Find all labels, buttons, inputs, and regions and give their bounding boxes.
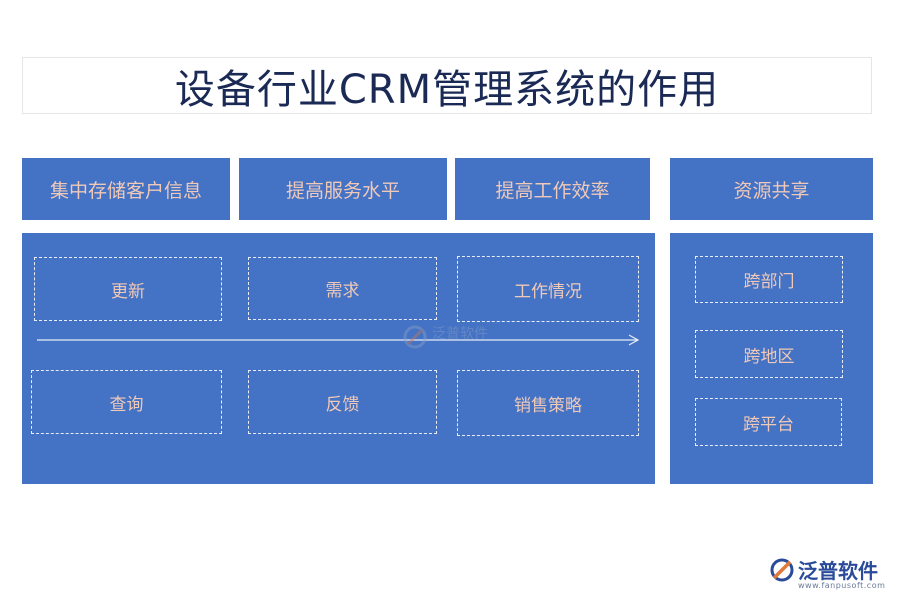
main-item: 工作情况	[457, 256, 639, 322]
item-label: 销售策略	[514, 395, 582, 416]
side-panel	[670, 233, 873, 484]
side-item: 跨平台	[695, 398, 842, 446]
brand-url: www.fanpusoft.com	[798, 581, 886, 590]
watermark-logo-icon	[403, 325, 427, 349]
title-box: 设备行业CRM管理系统的作用	[22, 57, 872, 114]
header-label: 集中存储客户信息	[49, 179, 202, 202]
main-item: 反馈	[248, 370, 437, 434]
watermark-text: 泛普软件	[432, 326, 488, 342]
main-item: 更新	[34, 257, 222, 321]
item-label: 跨平台	[743, 414, 794, 435]
item-label: 反馈	[325, 394, 360, 415]
item-label: 跨地区	[743, 346, 795, 367]
header-block-4: 资源共享	[670, 158, 873, 220]
header-block-2: 提高服务水平	[239, 158, 447, 220]
main-item: 查询	[31, 370, 222, 434]
page-title: 设备行业CRM管理系统的作用	[174, 66, 720, 113]
brand-logo: 泛普软件 www.fanpusoft.com	[768, 552, 893, 596]
header-label: 提高工作效率	[495, 179, 610, 202]
brand-name: 泛普软件	[798, 559, 878, 583]
watermark: 泛普软件	[402, 322, 498, 350]
brand-logo-icon	[770, 558, 794, 582]
item-label: 需求	[325, 281, 360, 301]
item-label: 查询	[109, 394, 144, 415]
main-panel	[22, 233, 655, 484]
header-block-1: 集中存储客户信息	[22, 158, 230, 220]
item-label: 工作情况	[514, 281, 582, 302]
header-label: 资源共享	[733, 179, 810, 202]
side-item: 跨地区	[695, 330, 843, 378]
flow-arrow	[37, 334, 640, 346]
main-item: 需求	[248, 257, 437, 320]
side-item: 跨部门	[695, 256, 843, 303]
main-item: 销售策略	[457, 370, 639, 436]
item-label: 更新	[111, 281, 145, 302]
header-label: 提高服务水平	[285, 179, 400, 202]
item-label: 跨部门	[743, 272, 795, 292]
header-block-3: 提高工作效率	[455, 158, 650, 220]
